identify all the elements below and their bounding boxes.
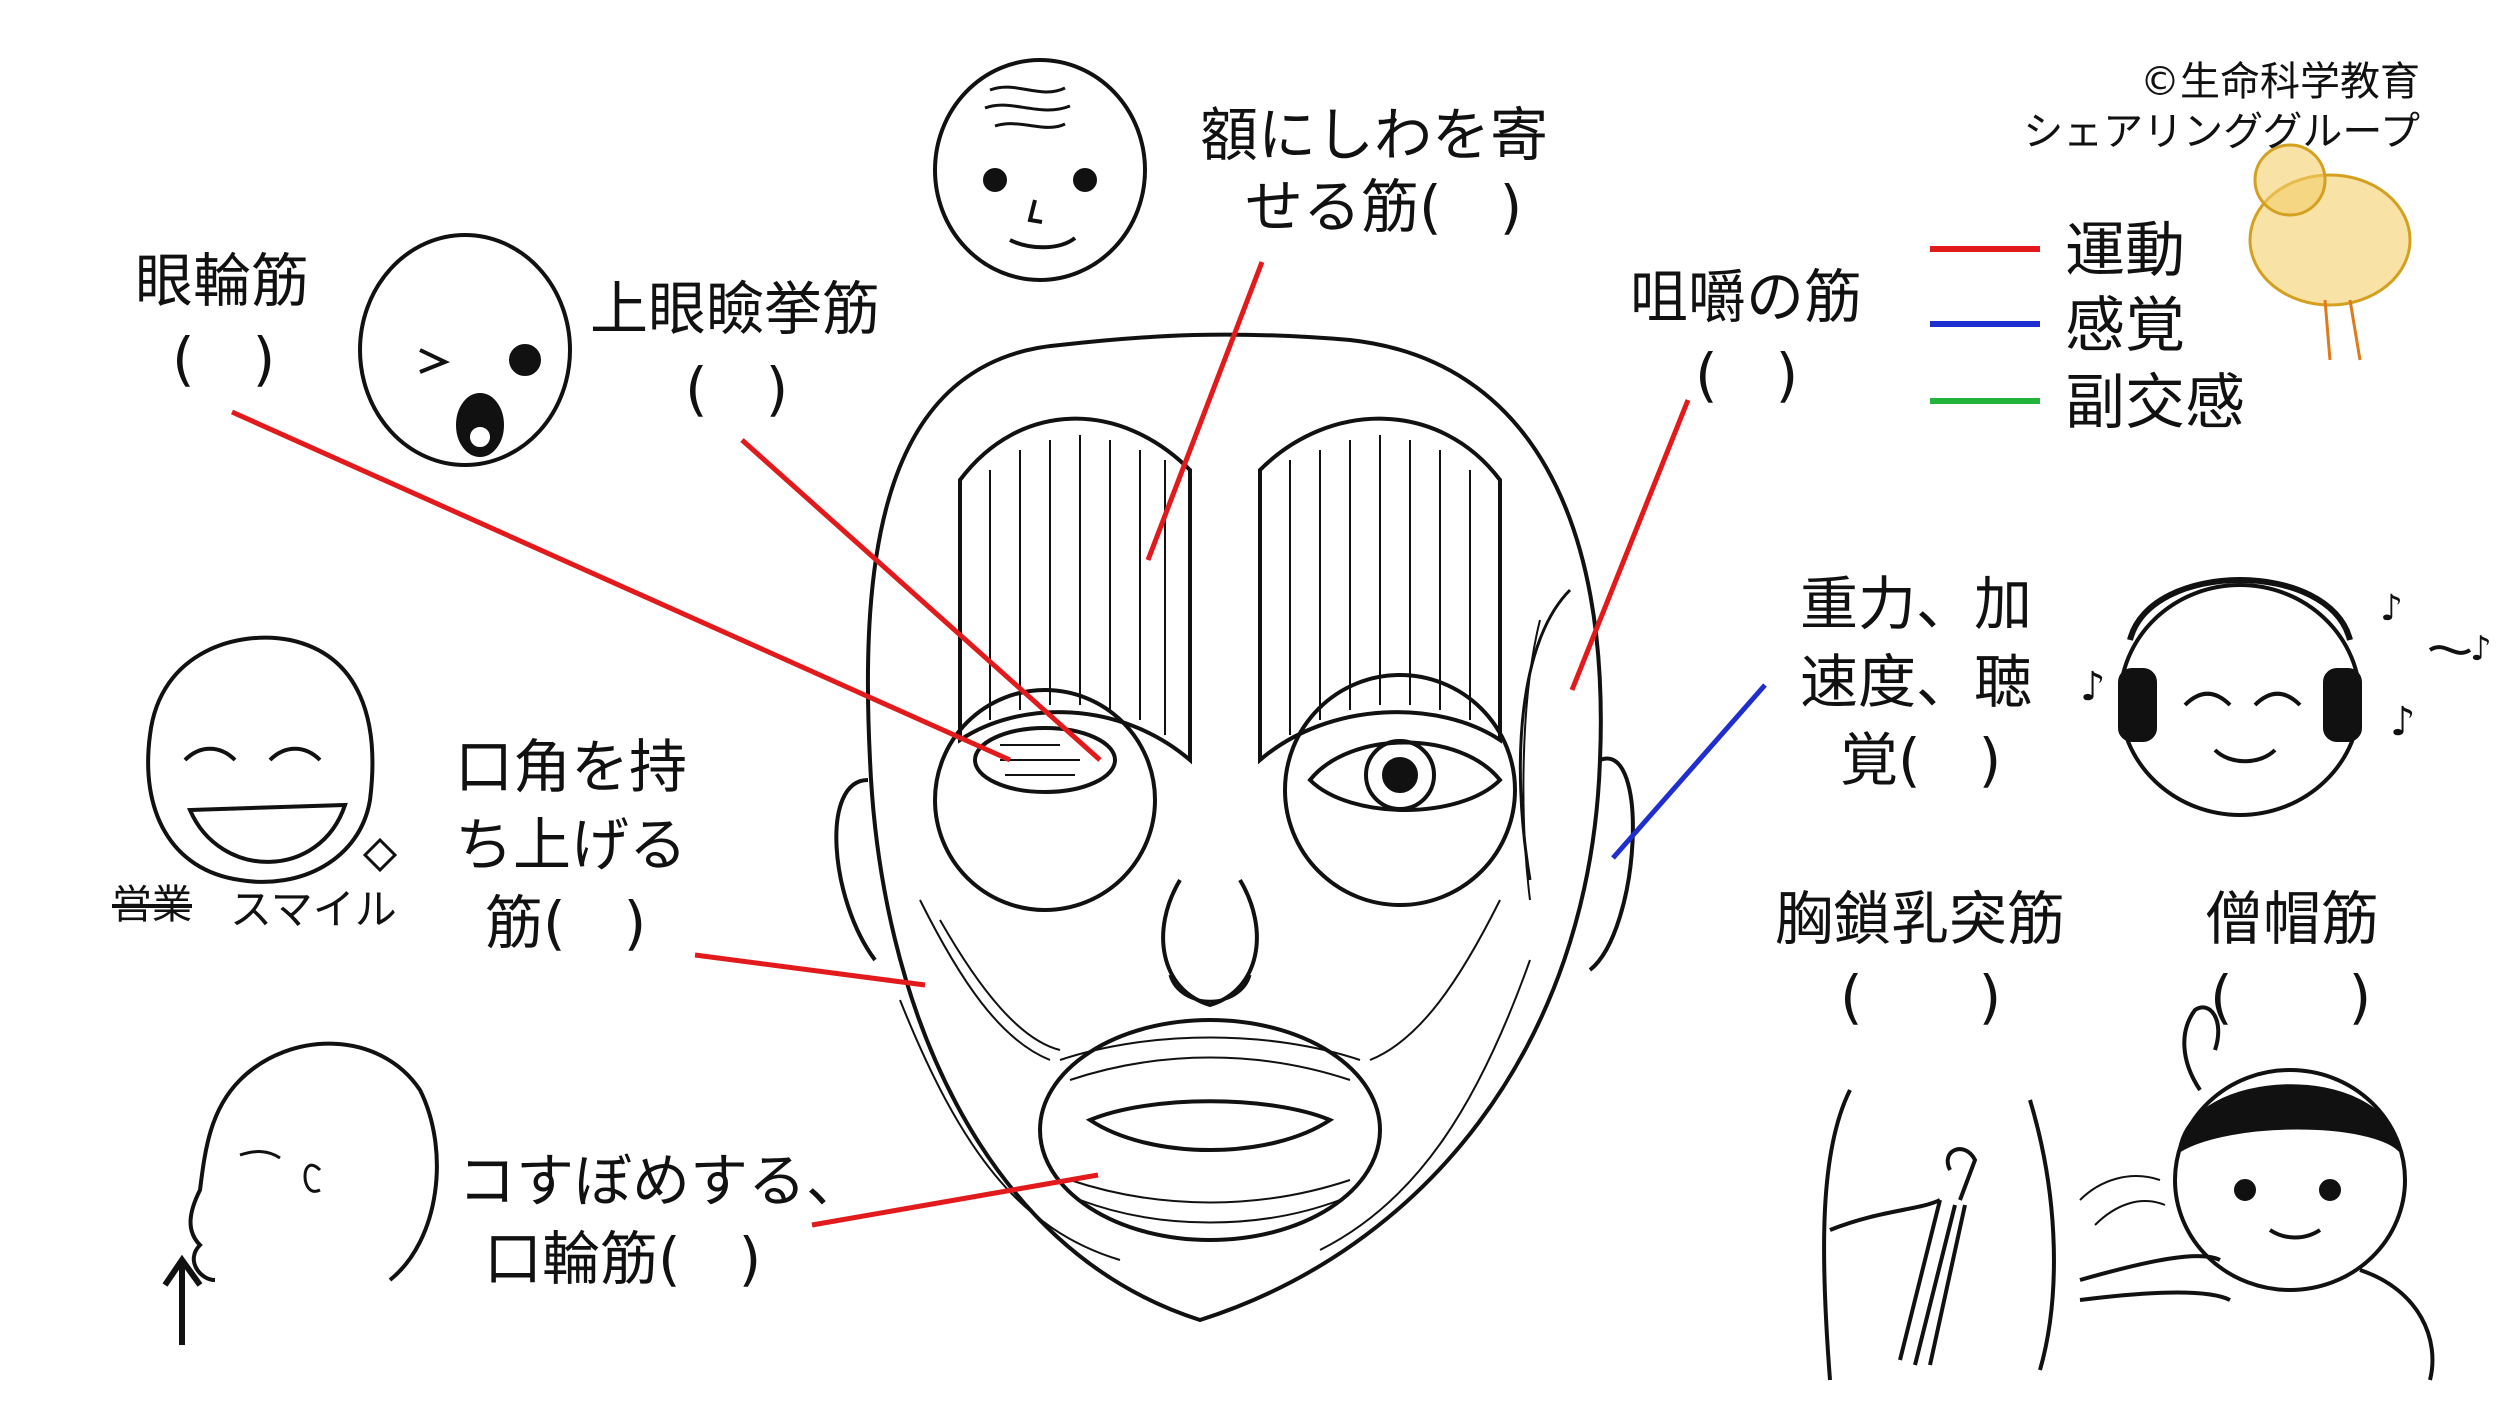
headphone-face-sketch: ♪ ♪ ♪ ♪ (2080, 577, 2492, 817)
frontalis-right (1258, 416, 1502, 765)
label-mastication-line2: ( ) (1695, 341, 1799, 409)
label-trapezius-line1: 僧帽筋 (2205, 885, 2380, 953)
label-scm-line2: ( ) (1840, 963, 2002, 1031)
leader-purse (811, 1172, 1099, 1228)
chick-sketch (2248, 143, 2412, 361)
left-eye (973, 726, 1117, 794)
label-forehead-line2: せる筋( ) (1245, 173, 1523, 241)
label-mouthcorner-line1: 口角を持 (455, 733, 688, 801)
svg-text:♪: ♪ (2080, 664, 2106, 710)
label-mouthcorner-line2: ち上げる (455, 811, 688, 879)
right-eye-orbit (1283, 673, 1517, 907)
copyright-line1: ©生命科学教育 (2140, 59, 2420, 105)
label-gravity-line3: 覚( ) (1840, 726, 2002, 794)
label-levator-line2: ( ) (685, 355, 789, 423)
upward-arrow (162, 1254, 203, 1345)
leader-orbicularis (230, 409, 1012, 763)
label-trapezius-line2: ( ) (2210, 963, 2372, 1031)
left-eye-orbit (933, 688, 1157, 912)
svg-text:♪: ♪ (2390, 699, 2416, 745)
leader-lines (230, 261, 1767, 1228)
leader-mastication (1569, 399, 1691, 691)
label-gravity-line1: 重力、加 (1800, 570, 2033, 638)
legend-label-sensory: 感覚 (2065, 291, 2185, 361)
smile-text: スマイル (230, 885, 397, 934)
trapezius-boy-sketch (2079, 1005, 2435, 1381)
face-outline (865, 332, 1603, 1323)
label-gravity-line2: 速度、聴 (1800, 648, 2033, 716)
label-forehead-line1: 額にしわを寄 (1200, 101, 1549, 169)
legend-line-motor (1930, 246, 2040, 252)
legend-line-sensory (1930, 321, 2040, 327)
frontalis-left (958, 416, 1192, 765)
label-mastication-line1: 咀嚼の筋 (1630, 263, 1863, 331)
nose (1161, 878, 1259, 1008)
right-iris (1364, 739, 1436, 811)
label-purse-line2: 口輪筋( ) (484, 1225, 762, 1293)
left-ear (834, 778, 877, 962)
right-eye-lid (1307, 740, 1503, 812)
label-mouthcorner-line3: 筋( ) (485, 889, 647, 957)
legend-label-motor: 運動 (2065, 216, 2185, 286)
label-scm-line1: 胸鎖乳突筋 (1775, 885, 2066, 953)
temporalis (1518, 588, 1572, 881)
central-face (834, 332, 1635, 1323)
right-ear (1588, 756, 1635, 972)
label-orbicularis-line1: 眼輪筋 (135, 247, 310, 315)
profile-face-sketch (162, 1041, 439, 1345)
leader-gravity (1611, 683, 1767, 860)
neck-scm-sketch (1822, 1089, 2056, 1381)
leader-levator (740, 438, 1102, 762)
legend-line-parasympathetic (1930, 398, 2040, 404)
leader-forehead (1145, 261, 1265, 561)
smiling-face-sketch (146, 635, 398, 884)
svg-text:♪: ♪ (2470, 629, 2492, 669)
label-levator-line1: 上眼瞼挙筋 (590, 275, 881, 343)
legend-label-parasympathetic: 副交感 (2065, 368, 2245, 438)
svg-text:♪: ♪ (2380, 588, 2403, 629)
smile-crossed-text: 営業 (112, 882, 192, 928)
winking-face-sketch (358, 233, 572, 467)
leader-mouthcorner (694, 952, 926, 988)
mouth (1085, 1099, 1335, 1152)
wrinkle-face-sketch (933, 58, 1147, 282)
label-purse-line1: コすぼめする、 (458, 1147, 865, 1215)
copyright-line2: シェアリンググループ (2023, 109, 2420, 155)
label-orbicularis-line2: ( ) (172, 325, 276, 393)
orbicularis-oris (1038, 1018, 1382, 1242)
